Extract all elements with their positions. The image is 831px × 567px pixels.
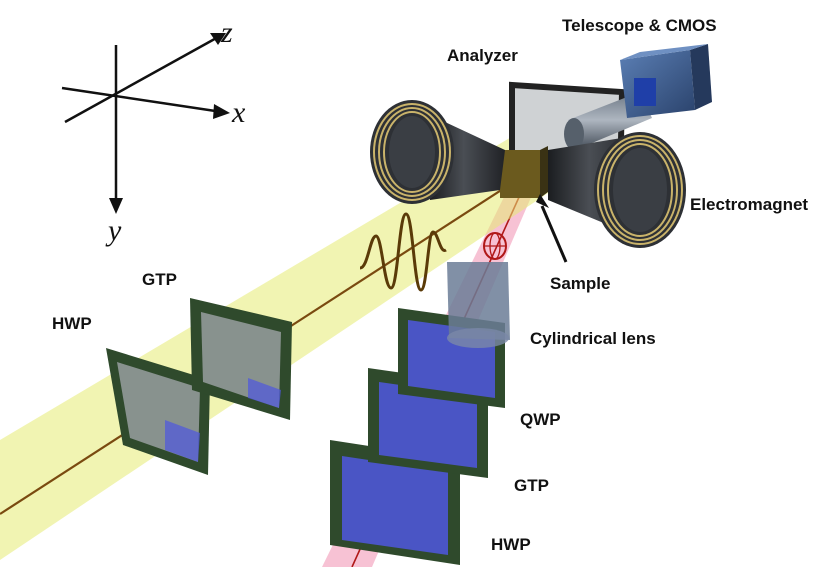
electromagnet-label: Electromagnet bbox=[690, 195, 809, 214]
wave-packet bbox=[359, 212, 447, 292]
sample-label: Sample bbox=[550, 274, 611, 293]
axis-y-label: y bbox=[108, 214, 122, 247]
sample bbox=[500, 146, 548, 198]
analyzer-label: Analyzer bbox=[447, 46, 518, 65]
electromagnet-right bbox=[548, 132, 686, 248]
hwp-probe-label: HWP bbox=[52, 314, 92, 333]
probe-gtp-plate bbox=[190, 298, 292, 420]
telescope-cmos-label: Telescope & CMOS bbox=[562, 16, 717, 35]
cylindrical-lens bbox=[447, 262, 510, 348]
cylindrical-lens-label: Cylindrical lens bbox=[530, 329, 656, 348]
gtp-pump-label: GTP bbox=[514, 476, 549, 495]
sample-pointer-arrow bbox=[536, 194, 568, 263]
hwp-pump-label: HWP bbox=[491, 535, 531, 554]
pump-hwp-plate bbox=[330, 440, 460, 565]
pump-spot bbox=[483, 232, 507, 260]
cmos-camera bbox=[620, 44, 712, 118]
gtp-probe-label: GTP bbox=[142, 270, 177, 289]
electromagnet-left bbox=[370, 100, 505, 204]
probe-hwp-plate bbox=[106, 348, 210, 475]
axis-x-label: x bbox=[232, 96, 246, 129]
axis-z-label: z bbox=[221, 16, 233, 49]
coordinate-axes bbox=[61, 33, 230, 214]
qwp-pump-label: QWP bbox=[520, 410, 561, 429]
